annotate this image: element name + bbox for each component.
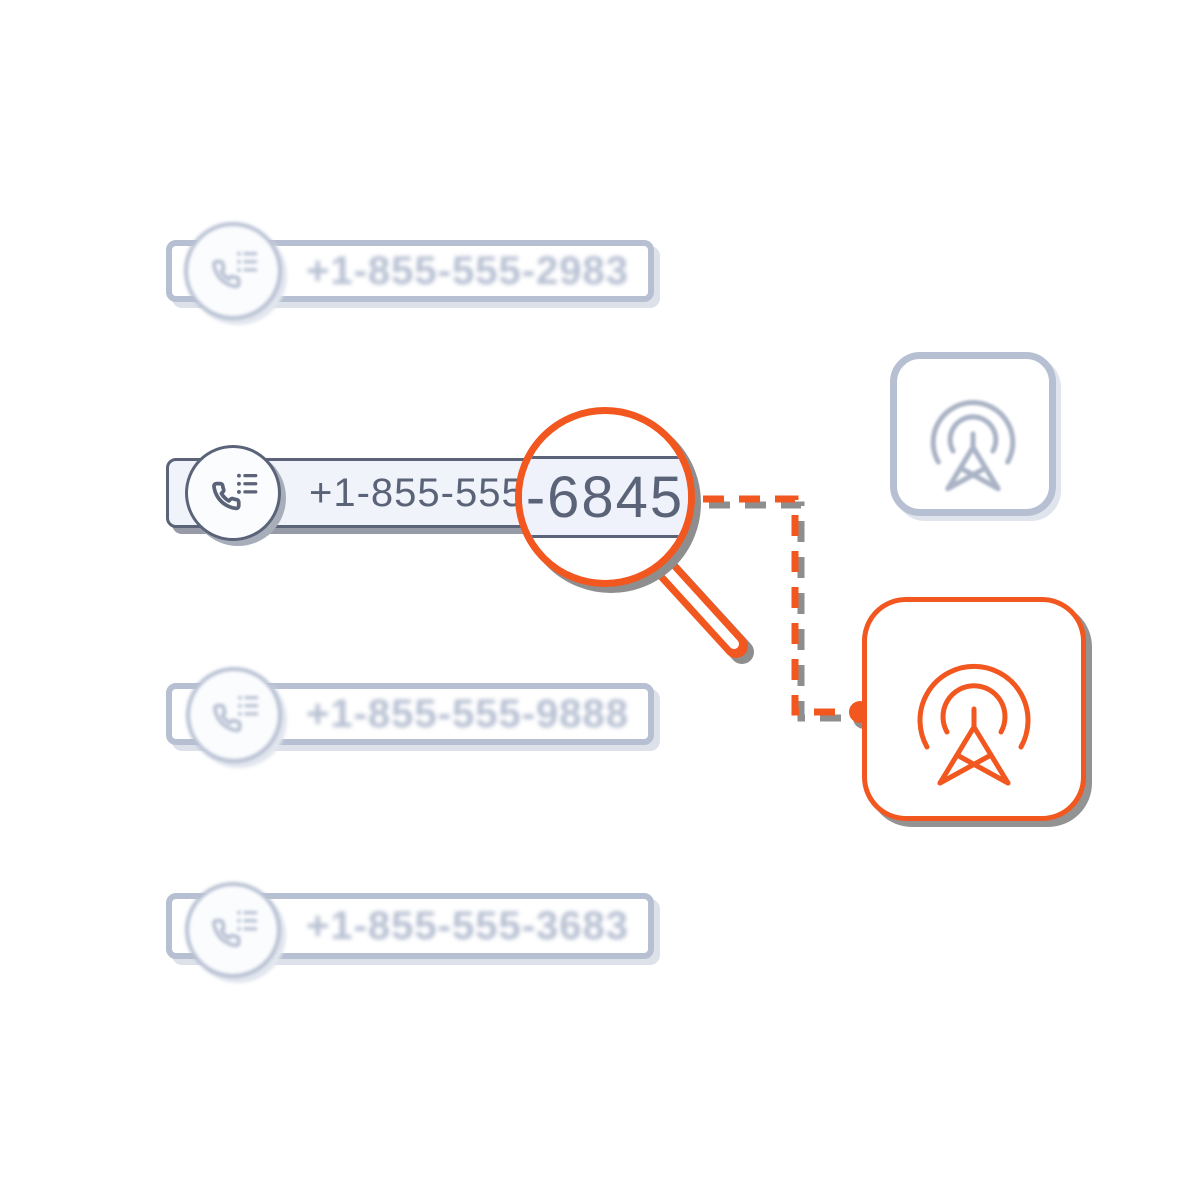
radio-tower-icon	[930, 400, 1016, 492]
phone-list-icon	[213, 695, 259, 733]
radio-tower-option-inactive[interactable]	[890, 352, 1056, 516]
magnified-number-text: -6845	[525, 464, 685, 530]
radio-tower-option-active[interactable]	[862, 597, 1086, 821]
magnifier-view: -6845	[522, 414, 688, 580]
contact-avatar	[184, 222, 282, 320]
magnified-chip-band: -6845	[522, 456, 688, 538]
connector-shadow	[709, 501, 854, 722]
connector-dashed-line	[703, 495, 875, 729]
phone-number-text: +1-855-555-2983	[306, 248, 630, 293]
radio-tower-icon	[917, 663, 1031, 786]
phone-number-text: +1-855-555-3683	[306, 903, 630, 948]
magnifier-handle	[650, 553, 748, 658]
phone-number-prefix-text: +1-855-555-	[309, 470, 540, 515]
phone-list-icon	[212, 251, 258, 289]
contact-avatar	[185, 882, 281, 978]
magnifier-lens: -6845	[515, 407, 695, 587]
contact-avatar-active	[185, 445, 281, 541]
phone-number-text: +1-855-555-9888	[306, 691, 630, 736]
phone-list-icon	[212, 473, 258, 511]
phone-list-icon	[212, 910, 258, 948]
contact-avatar	[186, 667, 282, 763]
